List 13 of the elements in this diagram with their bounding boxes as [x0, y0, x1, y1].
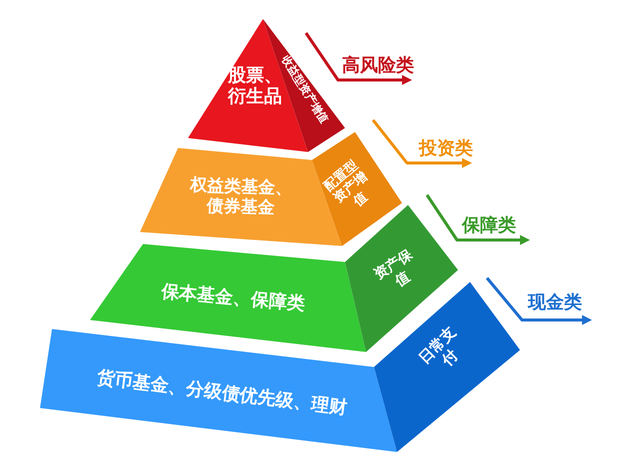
category-label: 保障类: [462, 217, 516, 235]
category-label: 高风险类: [342, 57, 414, 75]
tier-label: 保本基金、保障类: [160, 281, 306, 315]
category-label: 现金类: [528, 294, 582, 312]
side-label: 配置型资产增值: [320, 157, 372, 212]
tier-label: 权益类基金、债券基金: [188, 175, 294, 219]
tier-label: 货币基金、分级债优先级、理财: [96, 367, 348, 419]
pyramid-tier-front: [40, 329, 397, 452]
side-label: 资产保值: [370, 246, 416, 292]
category-label: 投资类: [419, 140, 473, 158]
tier-label: 股票、衍生品: [226, 64, 282, 108]
pyramid-tier-front: [90, 244, 366, 352]
side-label: 日常支付: [415, 323, 462, 372]
